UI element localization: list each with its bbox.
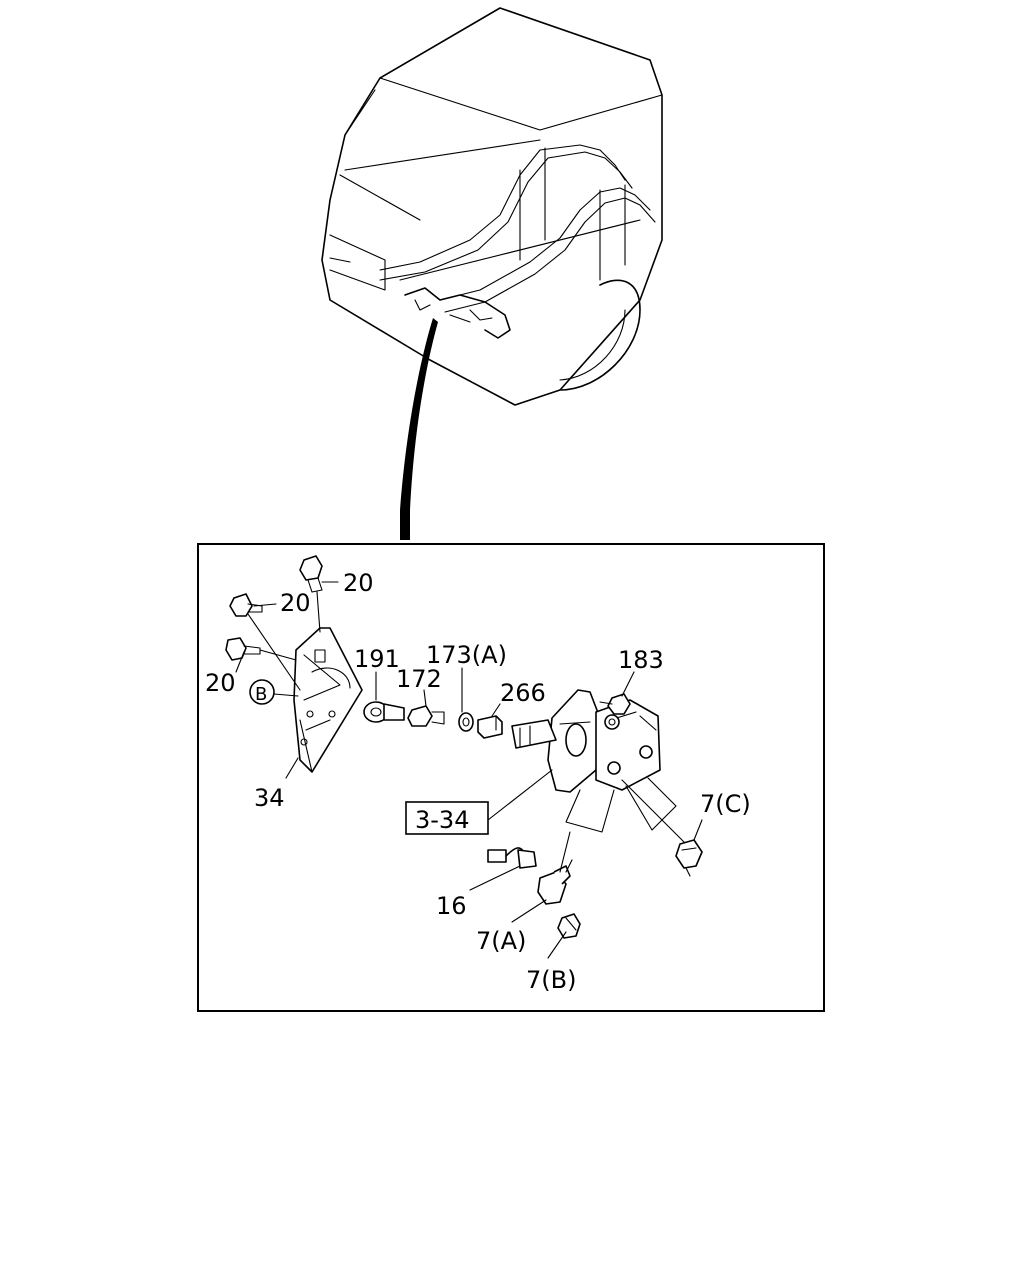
nut-266 <box>477 715 503 739</box>
label-bolt-top: 20 <box>343 569 374 597</box>
label-switch-a: 7(A) <box>476 927 526 955</box>
label-ref-box: 3-34 <box>415 806 469 834</box>
label-bolt-172: 172 <box>396 665 442 693</box>
reference-box-3-34 <box>405 801 489 835</box>
valve-body <box>511 689 677 833</box>
reference-b-marker <box>249 679 275 705</box>
bolt-left <box>225 637 297 661</box>
switch-7a <box>537 859 573 905</box>
label-bracket: 34 <box>254 784 285 812</box>
bolt-top <box>299 555 323 633</box>
callout-labels: 20 20 20 B 34 191 172 173(A) 266 183 3-3… <box>205 569 751 994</box>
label-nut: 266 <box>500 679 546 707</box>
leader-arrow <box>400 318 438 540</box>
switch-7c <box>675 839 703 877</box>
label-connector: 16 <box>436 892 467 920</box>
vehicle-cab-illustration <box>321 7 663 406</box>
label-bolt-mid: 20 <box>280 589 311 617</box>
label-ref-b: B <box>255 684 267 705</box>
label-switch-c: 7(C) <box>700 790 751 818</box>
label-eye-joint: 191 <box>354 645 400 673</box>
label-switch-b: 7(B) <box>526 966 576 994</box>
switch-7b <box>557 913 581 939</box>
bolt-mid <box>229 593 301 691</box>
bolt-172 <box>407 705 445 727</box>
washer-173a <box>458 712 474 732</box>
label-bolt-183: 183 <box>618 646 664 674</box>
label-bolt-left: 20 <box>205 669 236 697</box>
leader-lines <box>235 581 703 959</box>
bracket-part-34 <box>293 627 363 773</box>
label-washer: 173(A) <box>426 641 507 669</box>
eye-joint-191 <box>363 701 405 723</box>
connector-16 <box>487 847 537 869</box>
detail-frame <box>197 543 825 1012</box>
